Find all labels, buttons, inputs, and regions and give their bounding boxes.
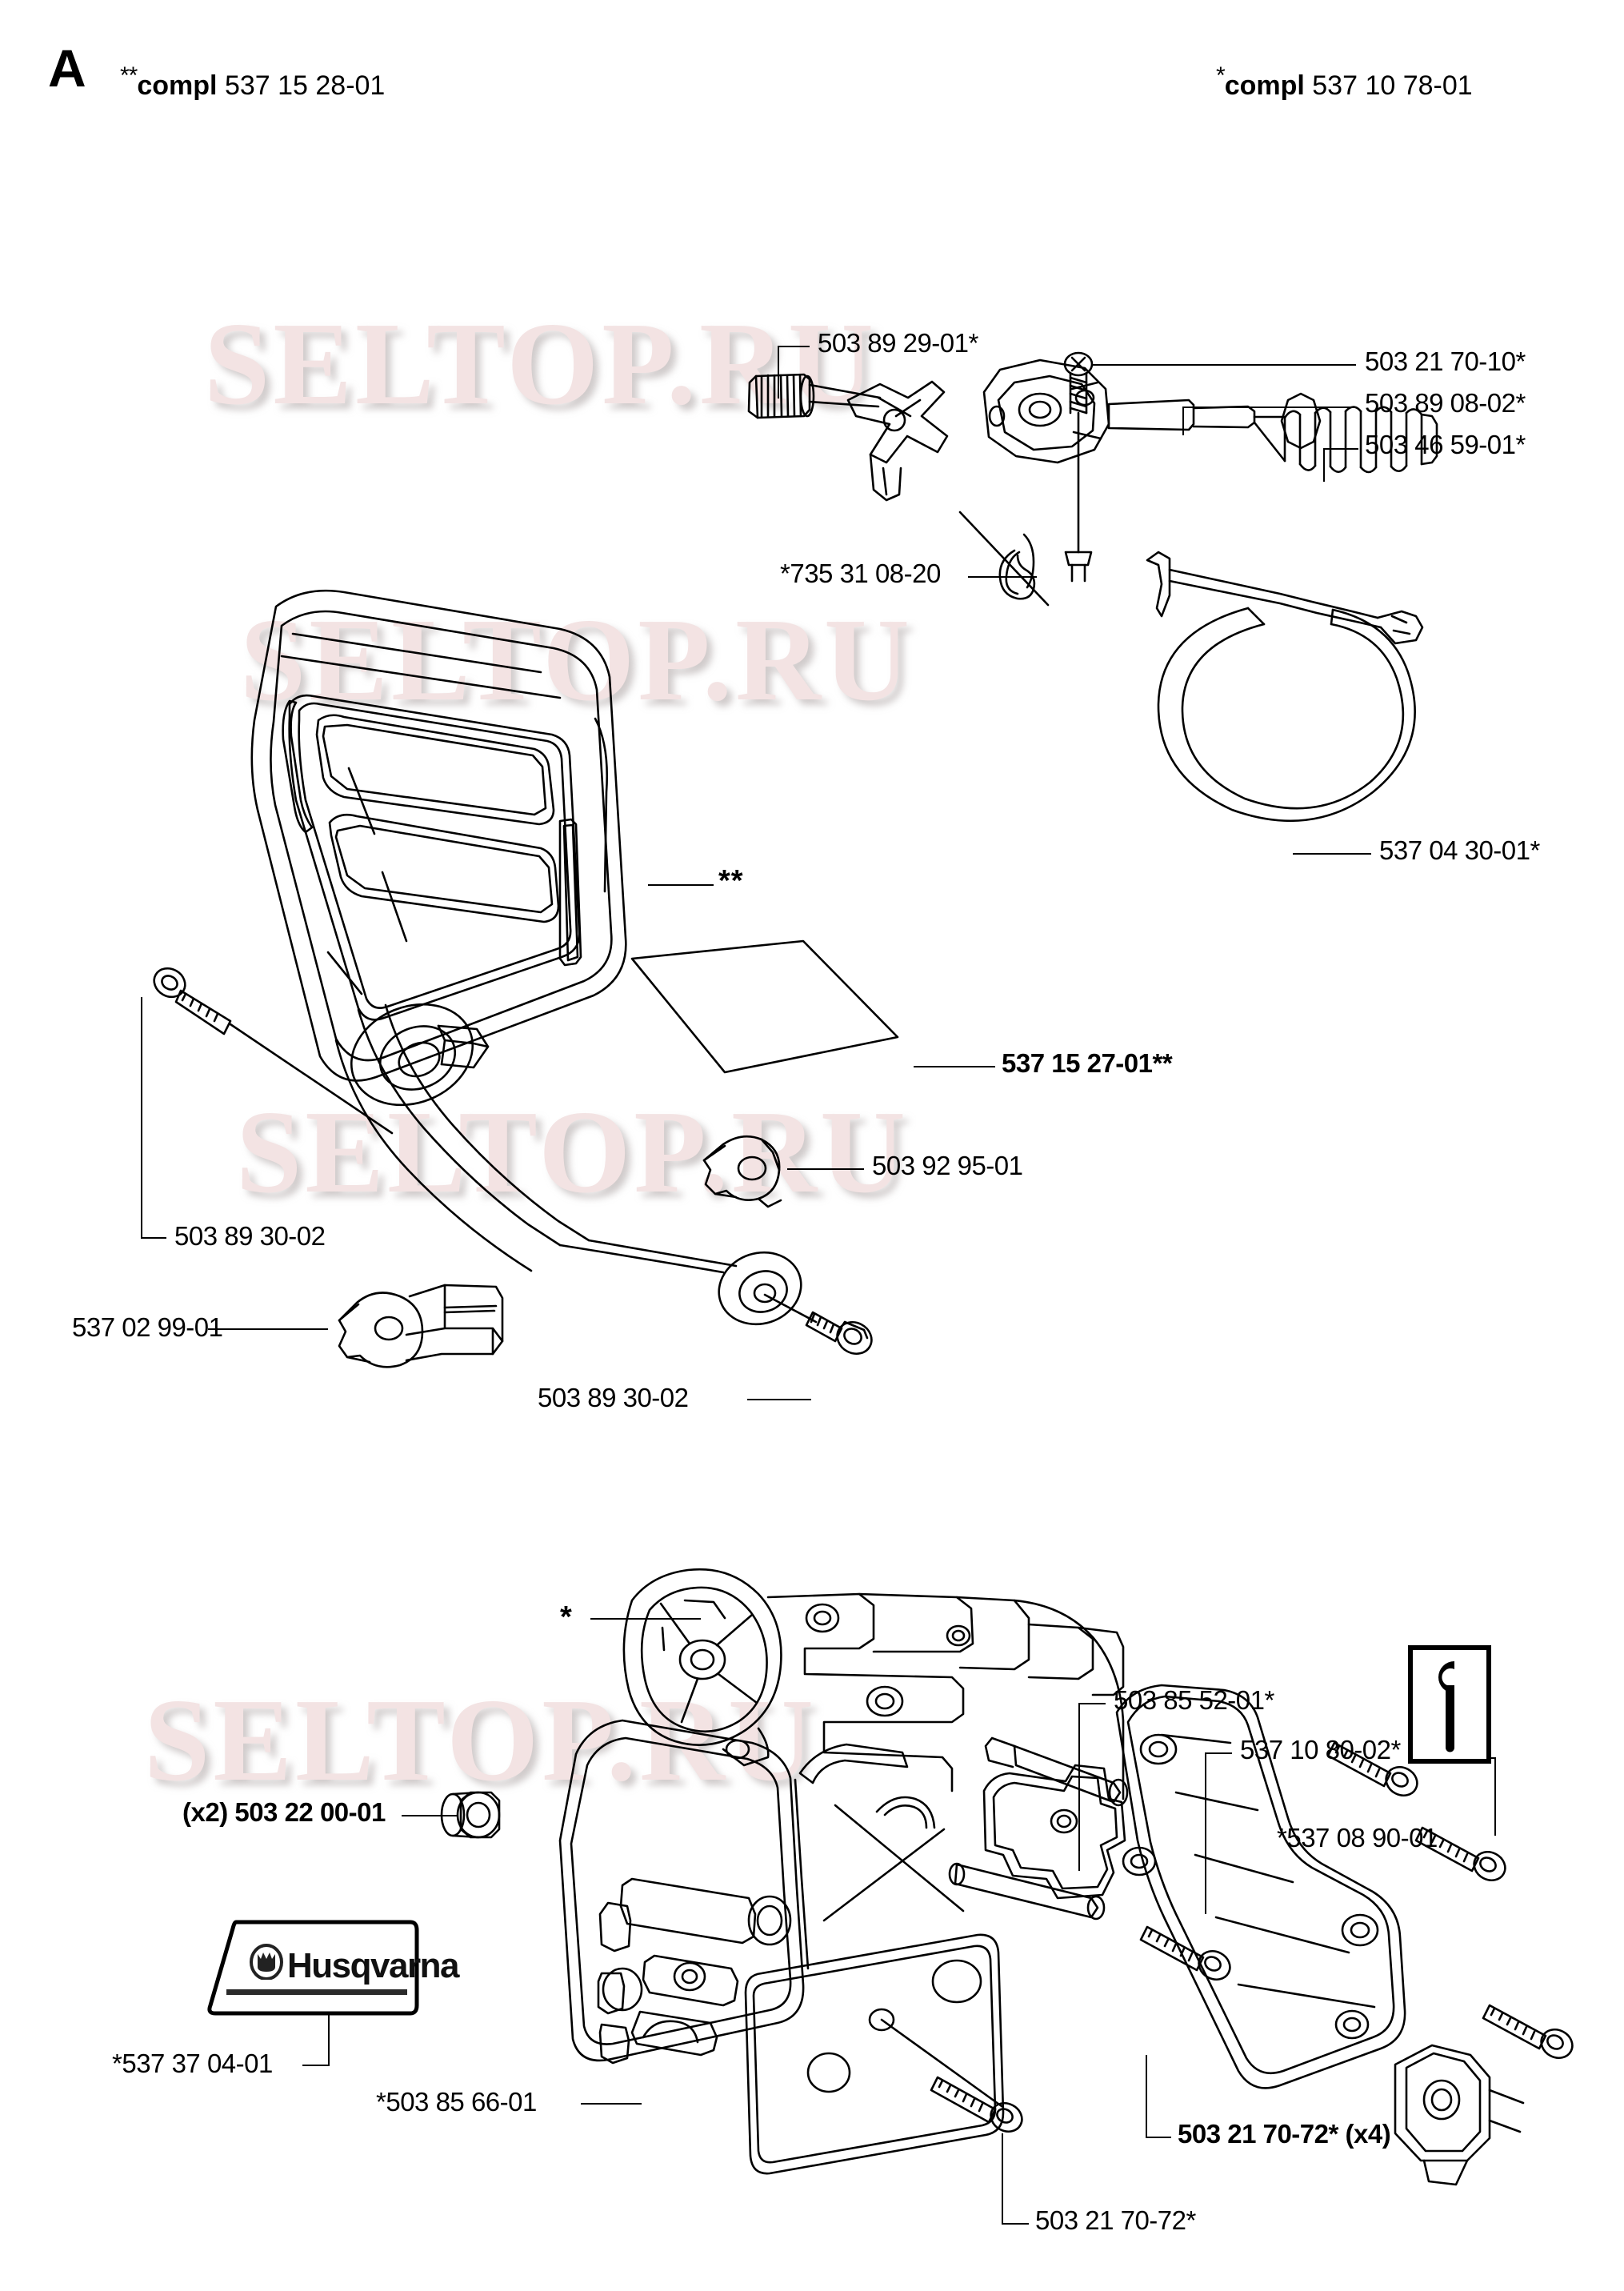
- leader-b5-v: [328, 1978, 330, 2065]
- label-503-21-70-72-x4: 503 21 70-72* (x4): [1178, 2119, 1391, 2149]
- leader-b1-h: [1078, 1703, 1106, 1704]
- label-503-89-29-01: 503 89 29-01*: [818, 328, 978, 358]
- cover-gasket-plate: [630, 939, 899, 1074]
- brake-actuator-pin: [747, 373, 882, 419]
- husqvarna-decal: Husqvarna: [204, 1919, 459, 2016]
- label-735-31-08-20: *735 31 08-20: [780, 559, 941, 588]
- brake-band: [1146, 551, 1424, 823]
- leader-b8-v: [1002, 2133, 1003, 2223]
- label-503-92-95-01: 503 92 95-01: [872, 1151, 1023, 1180]
- leader-b8-h: [1002, 2223, 1029, 2225]
- chain-brake-hand-guard-cover: [250, 589, 627, 1272]
- label-503-46-59-01: 503 46 59-01*: [1365, 430, 1526, 459]
- header-left-prefix: **: [120, 62, 138, 89]
- bar-nut-bracket: [1394, 2044, 1525, 2186]
- leader-l9-v: [141, 997, 142, 1237]
- leader-b7-v: [1146, 2055, 1147, 2137]
- label-537-37-04-01: *537 37 04-01: [112, 2049, 273, 2078]
- leader-l3-v: [1182, 407, 1184, 435]
- pivot-screw-lower: [763, 1293, 873, 1356]
- leader-b6: [581, 2103, 642, 2105]
- section-letter: A: [48, 38, 86, 98]
- brake-screw-upper: [1063, 351, 1094, 583]
- watermark-1: SELTOP.RU: [204, 298, 877, 430]
- header-left-bold: compl: [137, 70, 218, 101]
- header-right-number: 537 10 78-01: [1312, 70, 1473, 101]
- leader-l7: [914, 1066, 995, 1067]
- brake-mechanism-housing: [982, 358, 1256, 464]
- leader-b1-v: [1078, 1703, 1080, 1871]
- leader-l2: [1092, 364, 1356, 366]
- label-503-89-08-02: 503 89 08-02*: [1365, 388, 1526, 418]
- crankcase-housing: [558, 1592, 1126, 2065]
- leader-b2-v: [1205, 1752, 1206, 1914]
- leader-b2-h: [1205, 1752, 1232, 1754]
- leader-b4: [402, 1815, 458, 1816]
- leader-l4-v: [1323, 448, 1325, 482]
- label-537-10-80-02: 537 10 80-02*: [1240, 1735, 1401, 1764]
- starter-pulley: [622, 1568, 782, 1767]
- shield-screw: [930, 2076, 1023, 2133]
- brake-lever: [846, 380, 949, 502]
- leader-l8: [787, 1168, 864, 1170]
- leader-cover-marker: [648, 884, 714, 886]
- husqvarna-brand-text: Husqvarna: [287, 1946, 459, 1985]
- leader-l3-h: [1182, 407, 1357, 408]
- header-right-bold: compl: [1224, 70, 1305, 101]
- label-503-21-70-72: 503 21 70-72*: [1035, 2205, 1196, 2235]
- label-537-02-99-01: 537 02 99-01: [72, 1312, 223, 1342]
- watermark-3: SELTOP.RU: [236, 1087, 909, 1218]
- leader-star-lower: [590, 1618, 701, 1620]
- label-503-21-70-10: 503 21 70-10*: [1365, 346, 1526, 376]
- cover-lower-boss: [558, 1239, 802, 1326]
- label-537-08-90-01: *537 08 90-01: [1277, 1823, 1438, 1852]
- leader-l1-v: [778, 346, 779, 399]
- leader-l5: [968, 576, 1037, 578]
- label-537-15-27-01: 537 15 27-01**: [1002, 1048, 1173, 1078]
- label-503-85-52-01: 503 85 52-01*: [1114, 1685, 1274, 1715]
- husqvarna-crown-logo: [250, 1944, 283, 1980]
- header-right-compl: *compl 537 10 78-01: [1216, 62, 1473, 101]
- leader-b5-h: [302, 2065, 330, 2066]
- locking-cam-upper: [702, 1135, 782, 1208]
- leader-b7-h: [1146, 2137, 1171, 2138]
- pivot-screw-upper: [153, 967, 394, 1135]
- watermark-4: SELTOP.RU: [144, 1675, 817, 1806]
- side-shield-plate: [744, 1933, 1005, 2175]
- guide-pin: [948, 1862, 1106, 1921]
- leader-l1-h: [778, 346, 810, 347]
- cover-marker: **: [718, 864, 744, 898]
- leader-l4-h: [1323, 448, 1358, 450]
- header-left-compl: **compl 537 15 28-01: [120, 62, 386, 101]
- tension-adjuster-pin: [984, 1736, 1129, 1807]
- leader-l10: [208, 1328, 328, 1330]
- label-503-89-30-02-lower: 503 89 30-02: [538, 1383, 689, 1412]
- watermark-2: SELTOP.RU: [240, 595, 913, 726]
- leader-b3-v: [1494, 1757, 1496, 1836]
- header-right-prefix: *: [1216, 62, 1226, 89]
- header-left-number: 537 15 28-01: [224, 70, 386, 101]
- spring-clip: [958, 511, 1050, 607]
- leader-l11: [747, 1399, 811, 1400]
- label-503-89-30-02-upper: 503 89 30-02: [174, 1221, 326, 1251]
- locking-cam-lower: [338, 1284, 504, 1368]
- label-503-85-66-01: *503 85 66-01: [376, 2087, 537, 2117]
- label-537-04-30-01: 537 04 30-01*: [1379, 835, 1540, 865]
- cover-pivot-boss: [350, 1003, 490, 1107]
- starter-marker: *: [560, 1600, 573, 1634]
- leader-l6: [1293, 853, 1371, 855]
- leader-l9-h: [141, 1237, 166, 1239]
- wrench-icon: [1438, 1661, 1454, 1752]
- label-503-22-00-01: (x2) 503 22 00-01: [182, 1797, 386, 1827]
- tool-icon-box: [1408, 1645, 1491, 1764]
